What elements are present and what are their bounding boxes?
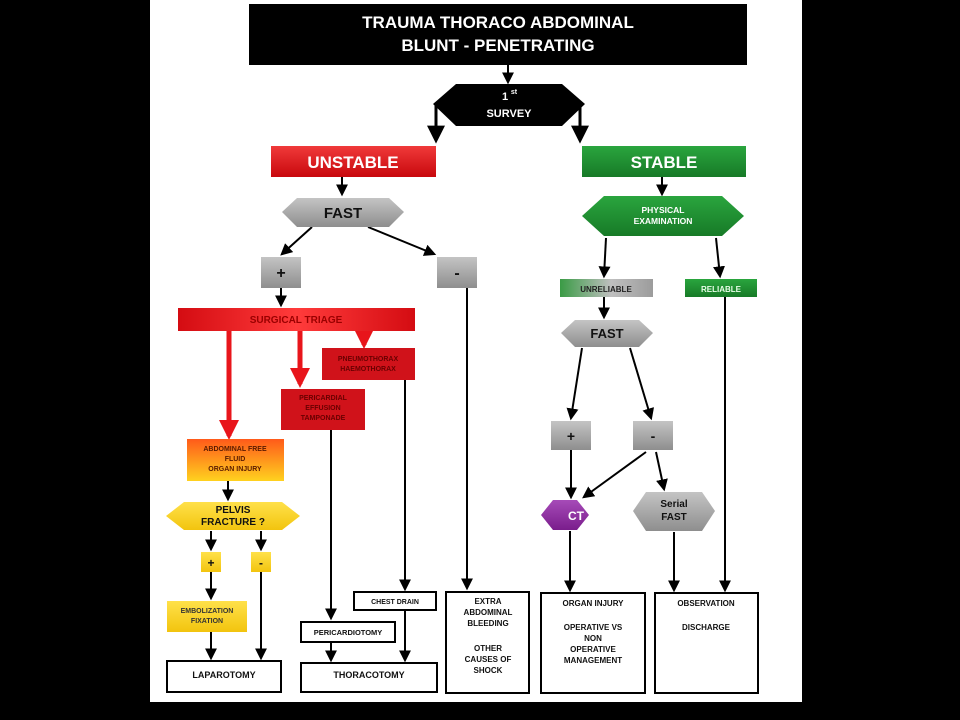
- pelvis-node: PELVIS FRACTURE ?: [166, 502, 300, 530]
- unstable-fast-label: FAST: [324, 205, 362, 222]
- pericardial-line3: TAMPONADE: [301, 415, 346, 422]
- abdominal-box: ABDOMINAL FREE FLUID ORGAN INJURY: [187, 439, 284, 481]
- arrow-minus-to-serial: [655, 451, 668, 492]
- organ-line6: MANAGEMENT: [564, 656, 622, 665]
- serial-fast-node: Serial FAST: [633, 492, 715, 531]
- reliable-label: RELIABLE: [701, 285, 742, 294]
- pericardial-box: PERICARDIAL EFFUSION TAMPONADE: [281, 389, 365, 430]
- unstable-label: UNSTABLE: [307, 153, 398, 172]
- pelvis-line1: PELVIS: [216, 505, 251, 516]
- extra-line6: CAUSES OF: [465, 655, 512, 664]
- pericardial-line2: EFFUSION: [305, 405, 340, 412]
- unstable-minus-box: -: [437, 257, 477, 288]
- serial-fast-line1: Serial: [660, 499, 687, 510]
- unstable-plus-box: +: [261, 257, 301, 288]
- organ-injury-box: ORGAN INJURY OPERATIVE VS NON OPERATIVE …: [540, 592, 646, 694]
- stable-plus-box: +: [551, 421, 591, 450]
- thoracotomy-box: THORACOTOMY: [300, 662, 438, 693]
- extra-line7: SHOCK: [474, 666, 503, 675]
- header-line1: TRAUMA THORACO ABDOMINAL: [362, 13, 634, 32]
- arrow-exam-to-unreliable: [598, 237, 611, 279]
- pelvis-minus-label: -: [259, 556, 263, 570]
- unstable-box: UNSTABLE: [271, 146, 436, 177]
- reliable-box: RELIABLE: [685, 279, 757, 297]
- organ-line1: ORGAN INJURY: [562, 599, 624, 608]
- arrow-minus-to-ct: [582, 451, 647, 499]
- organ-line3: OPERATIVE VS: [564, 623, 623, 632]
- arrow-fast-to-minus: [367, 226, 437, 256]
- triage-arrows: [219, 329, 374, 440]
- laparotomy-label: LAPAROTOMY: [192, 670, 255, 680]
- surgical-triage-label: SURGICAL TRIAGE: [250, 315, 343, 326]
- pericardial-line1: PERICARDIAL: [299, 395, 348, 402]
- unreliable-box: UNRELIABLE: [560, 279, 653, 297]
- chest-drain-box: CHEST DRAIN: [353, 591, 437, 611]
- observation-box: OBSERVATION DISCHARGE: [654, 592, 759, 694]
- header-line2: BLUNT - PENETRATING: [401, 36, 594, 55]
- extra-line3: BLEEDING: [467, 619, 508, 628]
- stable-fast-label: FAST: [590, 326, 623, 341]
- stable-label: STABLE: [631, 153, 698, 172]
- stable-minus-box: -: [633, 421, 673, 450]
- header-box: TRAUMA THORACO ABDOMINAL BLUNT - PENETRA…: [249, 4, 747, 65]
- extra-line1: EXTRA: [474, 597, 501, 606]
- survey-number: 1: [502, 91, 508, 103]
- stable-box: STABLE: [582, 146, 746, 177]
- pelvis-minus-box: -: [251, 552, 271, 572]
- chest-drain-label: CHEST DRAIN: [371, 599, 419, 606]
- pneumothorax-line1: PNEUMOTHORAX: [338, 356, 399, 363]
- organ-line4: NON: [584, 634, 602, 643]
- unstable-plus-label: +: [276, 265, 285, 282]
- abdominal-line2: FLUID: [225, 456, 246, 463]
- observation-line3: DISCHARGE: [682, 623, 731, 632]
- serial-fast-line2: FAST: [661, 512, 687, 523]
- unstable-fast-node: FAST: [282, 198, 404, 227]
- unstable-minus-label: -: [454, 265, 459, 282]
- pericardiotomy-label: PERICARDIOTOMY: [314, 628, 383, 637]
- pelvis-line2: FRACTURE ?: [201, 517, 265, 528]
- pelvis-plus-label: +: [207, 556, 214, 570]
- pneumothorax-box: PNEUMOTHORAX HAEMOTHORAX: [322, 348, 415, 380]
- arrow-fast-to-minus-stable: [629, 347, 654, 421]
- arrow-fast-to-plus-stable: [566, 347, 583, 421]
- stable-minus-label: -: [651, 428, 656, 444]
- abdominal-line3: ORGAN INJURY: [208, 466, 262, 473]
- arrow-fast-to-plus: [280, 226, 313, 256]
- embolization-box: EMBOLIZATION FIXATION: [167, 601, 247, 632]
- arrow-exam-to-reliable: [713, 237, 725, 279]
- thoracotomy-label: THORACOTOMY: [333, 670, 404, 680]
- stable-fast-node: FAST: [561, 320, 653, 347]
- survey-label: SURVEY: [486, 108, 532, 120]
- abdominal-line1: ABDOMINAL FREE: [203, 446, 267, 453]
- organ-line5: OPERATIVE: [570, 645, 616, 654]
- surgical-triage-bar: SURGICAL TRIAGE: [178, 308, 415, 331]
- ct-label: CT: [568, 509, 585, 523]
- physical-exam-line1: PHYSICAL: [642, 205, 685, 215]
- pneumothorax-line2: HAEMOTHORAX: [340, 366, 396, 373]
- survey-node: 1 st SURVEY: [433, 84, 585, 126]
- stable-plus-label: +: [567, 428, 575, 444]
- pelvis-plus-box: +: [201, 552, 221, 572]
- laparotomy-box: LAPAROTOMY: [166, 660, 282, 693]
- pericardiotomy-box: PERICARDIOTOMY: [300, 621, 396, 643]
- unreliable-label: UNRELIABLE: [580, 285, 632, 294]
- observation-line1: OBSERVATION: [677, 599, 735, 608]
- survey-superscript: st: [511, 89, 518, 96]
- extra-line2: ABDOMINAL: [464, 608, 513, 617]
- ct-node: CT: [541, 500, 589, 530]
- extra-abdominal-box: EXTRA ABDOMINAL BLEEDING OTHER CAUSES OF…: [445, 591, 530, 694]
- physical-exam-line2: EXAMINATION: [634, 216, 693, 226]
- embolization-line1: EMBOLIZATION: [181, 608, 234, 615]
- extra-line5: OTHER: [474, 644, 502, 653]
- embolization-line2: FIXATION: [191, 618, 223, 625]
- physical-exam-node: PHYSICAL EXAMINATION: [582, 196, 744, 236]
